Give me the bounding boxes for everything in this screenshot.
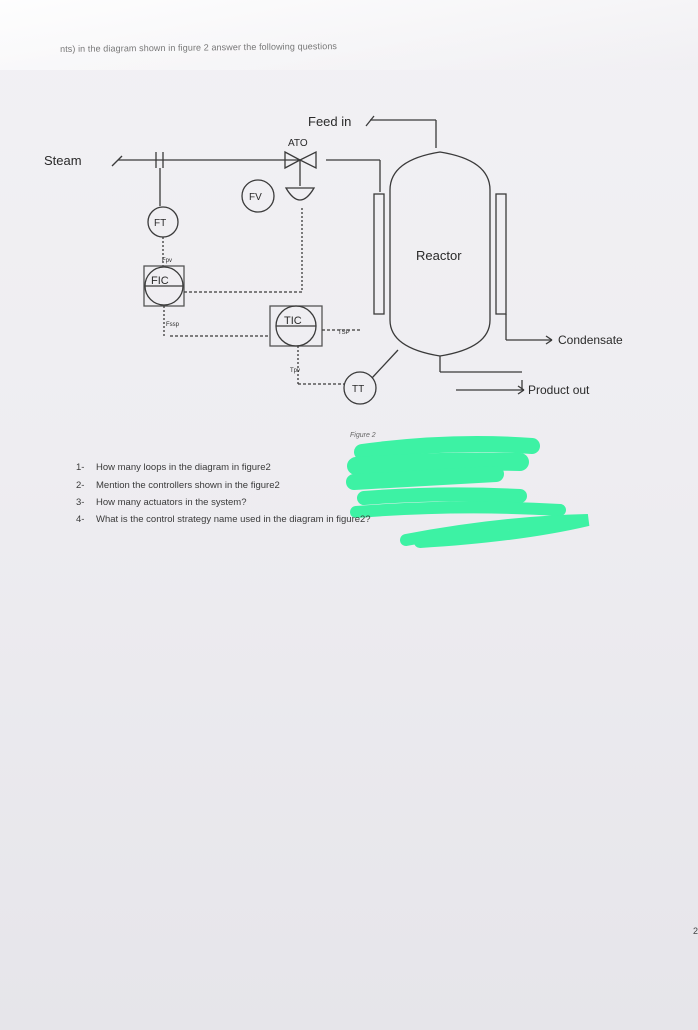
question-2-number: 2- bbox=[76, 480, 85, 491]
jacket-left bbox=[373, 193, 385, 315]
question-4: 4- What is the control strategy name used… bbox=[76, 514, 371, 525]
figure-caption: Figure 2 bbox=[350, 432, 376, 439]
jacket-right bbox=[495, 193, 507, 315]
steam-label: Steam bbox=[44, 153, 82, 168]
page-marker: 2 bbox=[692, 926, 698, 936]
tt-bubble bbox=[343, 371, 377, 405]
redaction-marks bbox=[346, 436, 590, 548]
redaction-stroke bbox=[346, 466, 504, 490]
tic-pv-label: Tpv bbox=[290, 368, 300, 374]
tic-label: TIC bbox=[284, 315, 302, 327]
question-4-text: What is the control strategy name used i… bbox=[96, 514, 371, 525]
question-3: 3- How many actuators in the system? bbox=[76, 497, 246, 508]
feed-in-label: Feed in bbox=[308, 114, 351, 129]
reactor-vessel bbox=[389, 151, 491, 357]
redaction-stroke bbox=[357, 487, 527, 505]
light-glare bbox=[0, 0, 698, 70]
condensate-label: Condensate bbox=[558, 333, 623, 347]
redaction-stroke bbox=[354, 436, 540, 460]
tt-connection bbox=[371, 349, 399, 379]
valve-body-left bbox=[284, 150, 302, 170]
fv-label: FV bbox=[249, 192, 262, 203]
question-2-text: Mention the controllers shown in the fig… bbox=[96, 480, 280, 491]
fic-label: FIC bbox=[151, 275, 169, 287]
tt-label: TT bbox=[352, 384, 364, 395]
question-2: 2- Mention the controllers shown in the f… bbox=[76, 480, 280, 491]
valve-body-right bbox=[298, 150, 317, 170]
question-1: 1- How many loops in the diagram in figur… bbox=[76, 462, 271, 473]
question-1-number: 1- bbox=[76, 462, 85, 473]
product-out-label: Product out bbox=[528, 383, 590, 397]
question-1-text: How many loops in the diagram in figure2 bbox=[96, 462, 271, 473]
tic-sp-label: TSP bbox=[338, 330, 350, 336]
reactor-label: Reactor bbox=[416, 248, 462, 263]
fic-pv-label: Fpv bbox=[162, 258, 172, 264]
redaction-stroke bbox=[347, 452, 529, 475]
question-4-number: 4- bbox=[76, 514, 85, 525]
ato-label: ATO bbox=[288, 138, 308, 149]
ft-label: FT bbox=[154, 218, 166, 229]
question-3-text: How many actuators in the system? bbox=[96, 497, 247, 508]
feed-arrow bbox=[365, 115, 375, 127]
valve-actuator bbox=[284, 187, 316, 201]
fic-sp-label: Fssp bbox=[166, 322, 180, 328]
redaction-stroke bbox=[350, 501, 566, 518]
redaction-stroke bbox=[400, 514, 590, 548]
fv-bubble bbox=[241, 179, 275, 213]
steam-arrow bbox=[111, 155, 123, 167]
question-3-number: 3- bbox=[76, 497, 85, 508]
